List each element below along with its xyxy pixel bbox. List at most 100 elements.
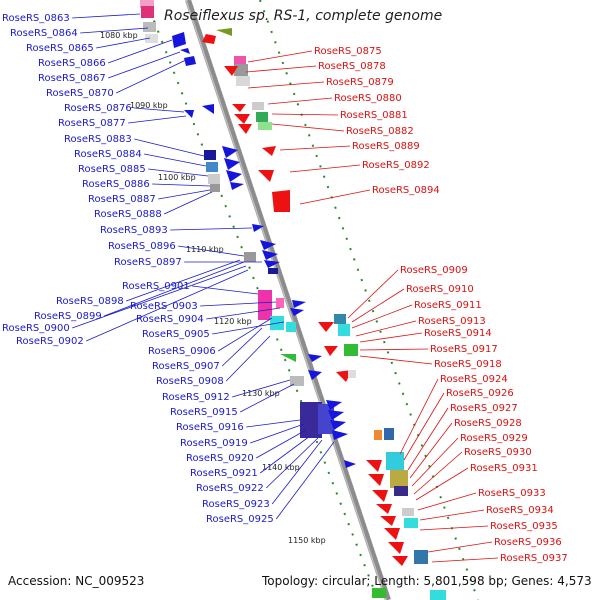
gene-box bbox=[390, 470, 408, 488]
gene-label-right[interactable]: RoseRS_0879 bbox=[326, 77, 394, 88]
gene-arrow bbox=[384, 528, 400, 540]
gene-label-left[interactable]: RoseRS_0897 bbox=[114, 257, 182, 268]
gene-label-right[interactable]: RoseRS_0882 bbox=[346, 126, 414, 137]
gene-label-right[interactable]: RoseRS_0929 bbox=[460, 433, 528, 444]
gene-label-right[interactable]: RoseRS_0931 bbox=[470, 463, 538, 474]
gene-label-left[interactable]: RoseRS_0865 bbox=[26, 43, 94, 54]
gene-label-left[interactable]: RoseRS_0876 bbox=[64, 103, 132, 114]
leader-line bbox=[72, 13, 141, 19]
leader-line bbox=[245, 65, 317, 73]
gene-arrow bbox=[272, 190, 290, 212]
gene-label-right[interactable]: RoseRS_0878 bbox=[318, 61, 386, 72]
gene-box bbox=[290, 376, 304, 386]
gene-label-left[interactable]: RoseRS_0904 bbox=[136, 314, 204, 325]
leader-line bbox=[355, 320, 417, 337]
genome-summary: Topology: circular; Length: 5,801,598 bp… bbox=[262, 574, 592, 588]
gene-label-right[interactable]: RoseRS_0881 bbox=[340, 110, 408, 121]
gene-label-left[interactable]: RoseRS_0870 bbox=[46, 88, 114, 99]
gene-label-right[interactable]: RoseRS_0917 bbox=[430, 344, 498, 355]
leader-line bbox=[192, 285, 259, 295]
gene-label-left[interactable]: RoseRS_0903 bbox=[130, 301, 198, 312]
gene-box bbox=[374, 430, 382, 440]
gene-label-right[interactable]: RoseRS_0875 bbox=[314, 46, 382, 57]
gene-label-left[interactable]: RoseRS_0905 bbox=[142, 329, 210, 340]
leader-line bbox=[108, 39, 173, 64]
gene-label-left[interactable]: RoseRS_0900 bbox=[2, 323, 70, 334]
gene-label-left[interactable]: RoseRS_0916 bbox=[176, 422, 244, 433]
gene-label-left[interactable]: RoseRS_0915 bbox=[170, 407, 238, 418]
gene-label-left[interactable]: RoseRS_0893 bbox=[100, 225, 168, 236]
left-leader-lines bbox=[72, 13, 335, 520]
gene-label-right[interactable]: RoseRS_0911 bbox=[414, 300, 482, 311]
gene-label-right[interactable]: RoseRS_0934 bbox=[486, 505, 554, 516]
leader-line bbox=[427, 541, 493, 553]
gene-label-left[interactable]: RoseRS_0898 bbox=[56, 296, 124, 307]
gene-box bbox=[300, 402, 322, 438]
leader-line bbox=[359, 355, 433, 365]
kbp-tick-label: 1080 kbp bbox=[100, 31, 138, 40]
gene-label-left[interactable]: RoseRS_0884 bbox=[74, 149, 142, 160]
leader-line bbox=[267, 97, 333, 105]
gene-label-left[interactable]: RoseRS_0886 bbox=[82, 179, 150, 190]
gene-label-right[interactable]: RoseRS_0910 bbox=[406, 284, 474, 295]
gene-label-left[interactable]: RoseRS_0883 bbox=[64, 134, 132, 145]
leader-line bbox=[116, 59, 187, 94]
gene-box bbox=[208, 174, 220, 184]
gene-label-left[interactable]: RoseRS_0921 bbox=[190, 468, 258, 479]
gene-label-right[interactable]: RoseRS_0913 bbox=[418, 316, 486, 327]
gene-label-left[interactable]: RoseRS_0899 bbox=[34, 311, 102, 322]
gene-label-left[interactable]: RoseRS_0877 bbox=[58, 118, 126, 129]
gene-label-left[interactable]: RoseRS_0922 bbox=[196, 483, 264, 494]
leader-line bbox=[279, 145, 351, 151]
leader-line bbox=[351, 304, 413, 329]
gene-label-left[interactable]: RoseRS_0925 bbox=[206, 514, 274, 525]
gene-label-left[interactable]: RoseRS_0912 bbox=[162, 392, 230, 403]
gene-label-left[interactable]: RoseRS_0923 bbox=[202, 499, 270, 510]
gene-label-right[interactable]: RoseRS_0928 bbox=[454, 418, 522, 429]
gene-arrow bbox=[366, 460, 382, 472]
gene-label-left[interactable]: RoseRS_0867 bbox=[38, 73, 106, 84]
gene-box bbox=[384, 428, 394, 440]
gene-label-left[interactable]: RoseRS_0896 bbox=[108, 241, 176, 252]
gene-label-left[interactable]: RoseRS_0864 bbox=[10, 28, 78, 39]
gene-label-left[interactable]: RoseRS_0866 bbox=[38, 58, 106, 69]
gene-label-right[interactable]: RoseRS_0894 bbox=[372, 185, 440, 196]
gene-label-left[interactable]: RoseRS_0888 bbox=[94, 209, 162, 220]
gene-label-right[interactable]: RoseRS_0892 bbox=[362, 160, 430, 171]
gene-label-left[interactable]: RoseRS_0863 bbox=[2, 13, 70, 24]
leader-line bbox=[271, 113, 339, 116]
gene-label-left[interactable]: RoseRS_0901 bbox=[122, 281, 190, 292]
gene-label-right[interactable]: RoseRS_0889 bbox=[352, 141, 420, 152]
gene-label-left[interactable]: RoseRS_0919 bbox=[180, 438, 248, 449]
gene-box bbox=[402, 508, 414, 516]
leader-line bbox=[265, 437, 319, 489]
gene-label-right[interactable]: RoseRS_0914 bbox=[424, 328, 492, 339]
gene-label-right[interactable]: RoseRS_0927 bbox=[450, 403, 518, 414]
leader-line bbox=[413, 451, 463, 495]
gene-label-right[interactable]: RoseRS_0924 bbox=[440, 374, 508, 385]
gene-label-right[interactable]: RoseRS_0937 bbox=[500, 553, 568, 564]
gene-box bbox=[206, 162, 218, 172]
gene-label-right[interactable]: RoseRS_0936 bbox=[494, 537, 562, 548]
gene-label-left[interactable]: RoseRS_0906 bbox=[148, 346, 216, 357]
gene-label-right[interactable]: RoseRS_0926 bbox=[446, 388, 514, 399]
gene-label-right[interactable]: RoseRS_0918 bbox=[434, 359, 502, 370]
gene-label-right[interactable]: RoseRS_0933 bbox=[478, 488, 546, 499]
gene-label-left[interactable]: RoseRS_0902 bbox=[16, 336, 84, 347]
gene-label-left[interactable]: RoseRS_0885 bbox=[78, 164, 146, 175]
gene-label-right[interactable]: RoseRS_0880 bbox=[334, 93, 402, 104]
gene-label-right[interactable]: RoseRS_0935 bbox=[490, 521, 558, 532]
leader-line bbox=[108, 51, 181, 79]
gene-label-right[interactable]: RoseRS_0909 bbox=[400, 265, 468, 276]
gene-label-right[interactable]: RoseRS_0930 bbox=[464, 447, 532, 458]
gene-features bbox=[140, 0, 446, 600]
gene-label-left[interactable]: RoseRS_0920 bbox=[186, 453, 254, 464]
leader-line bbox=[247, 50, 313, 63]
gene-label-left[interactable]: RoseRS_0907 bbox=[152, 361, 220, 372]
leader-line bbox=[144, 153, 207, 167]
leader-line bbox=[96, 37, 151, 49]
gene-arrow bbox=[184, 56, 196, 66]
gene-label-left[interactable]: RoseRS_0908 bbox=[156, 376, 224, 387]
gene-label-left[interactable]: RoseRS_0887 bbox=[88, 194, 156, 205]
